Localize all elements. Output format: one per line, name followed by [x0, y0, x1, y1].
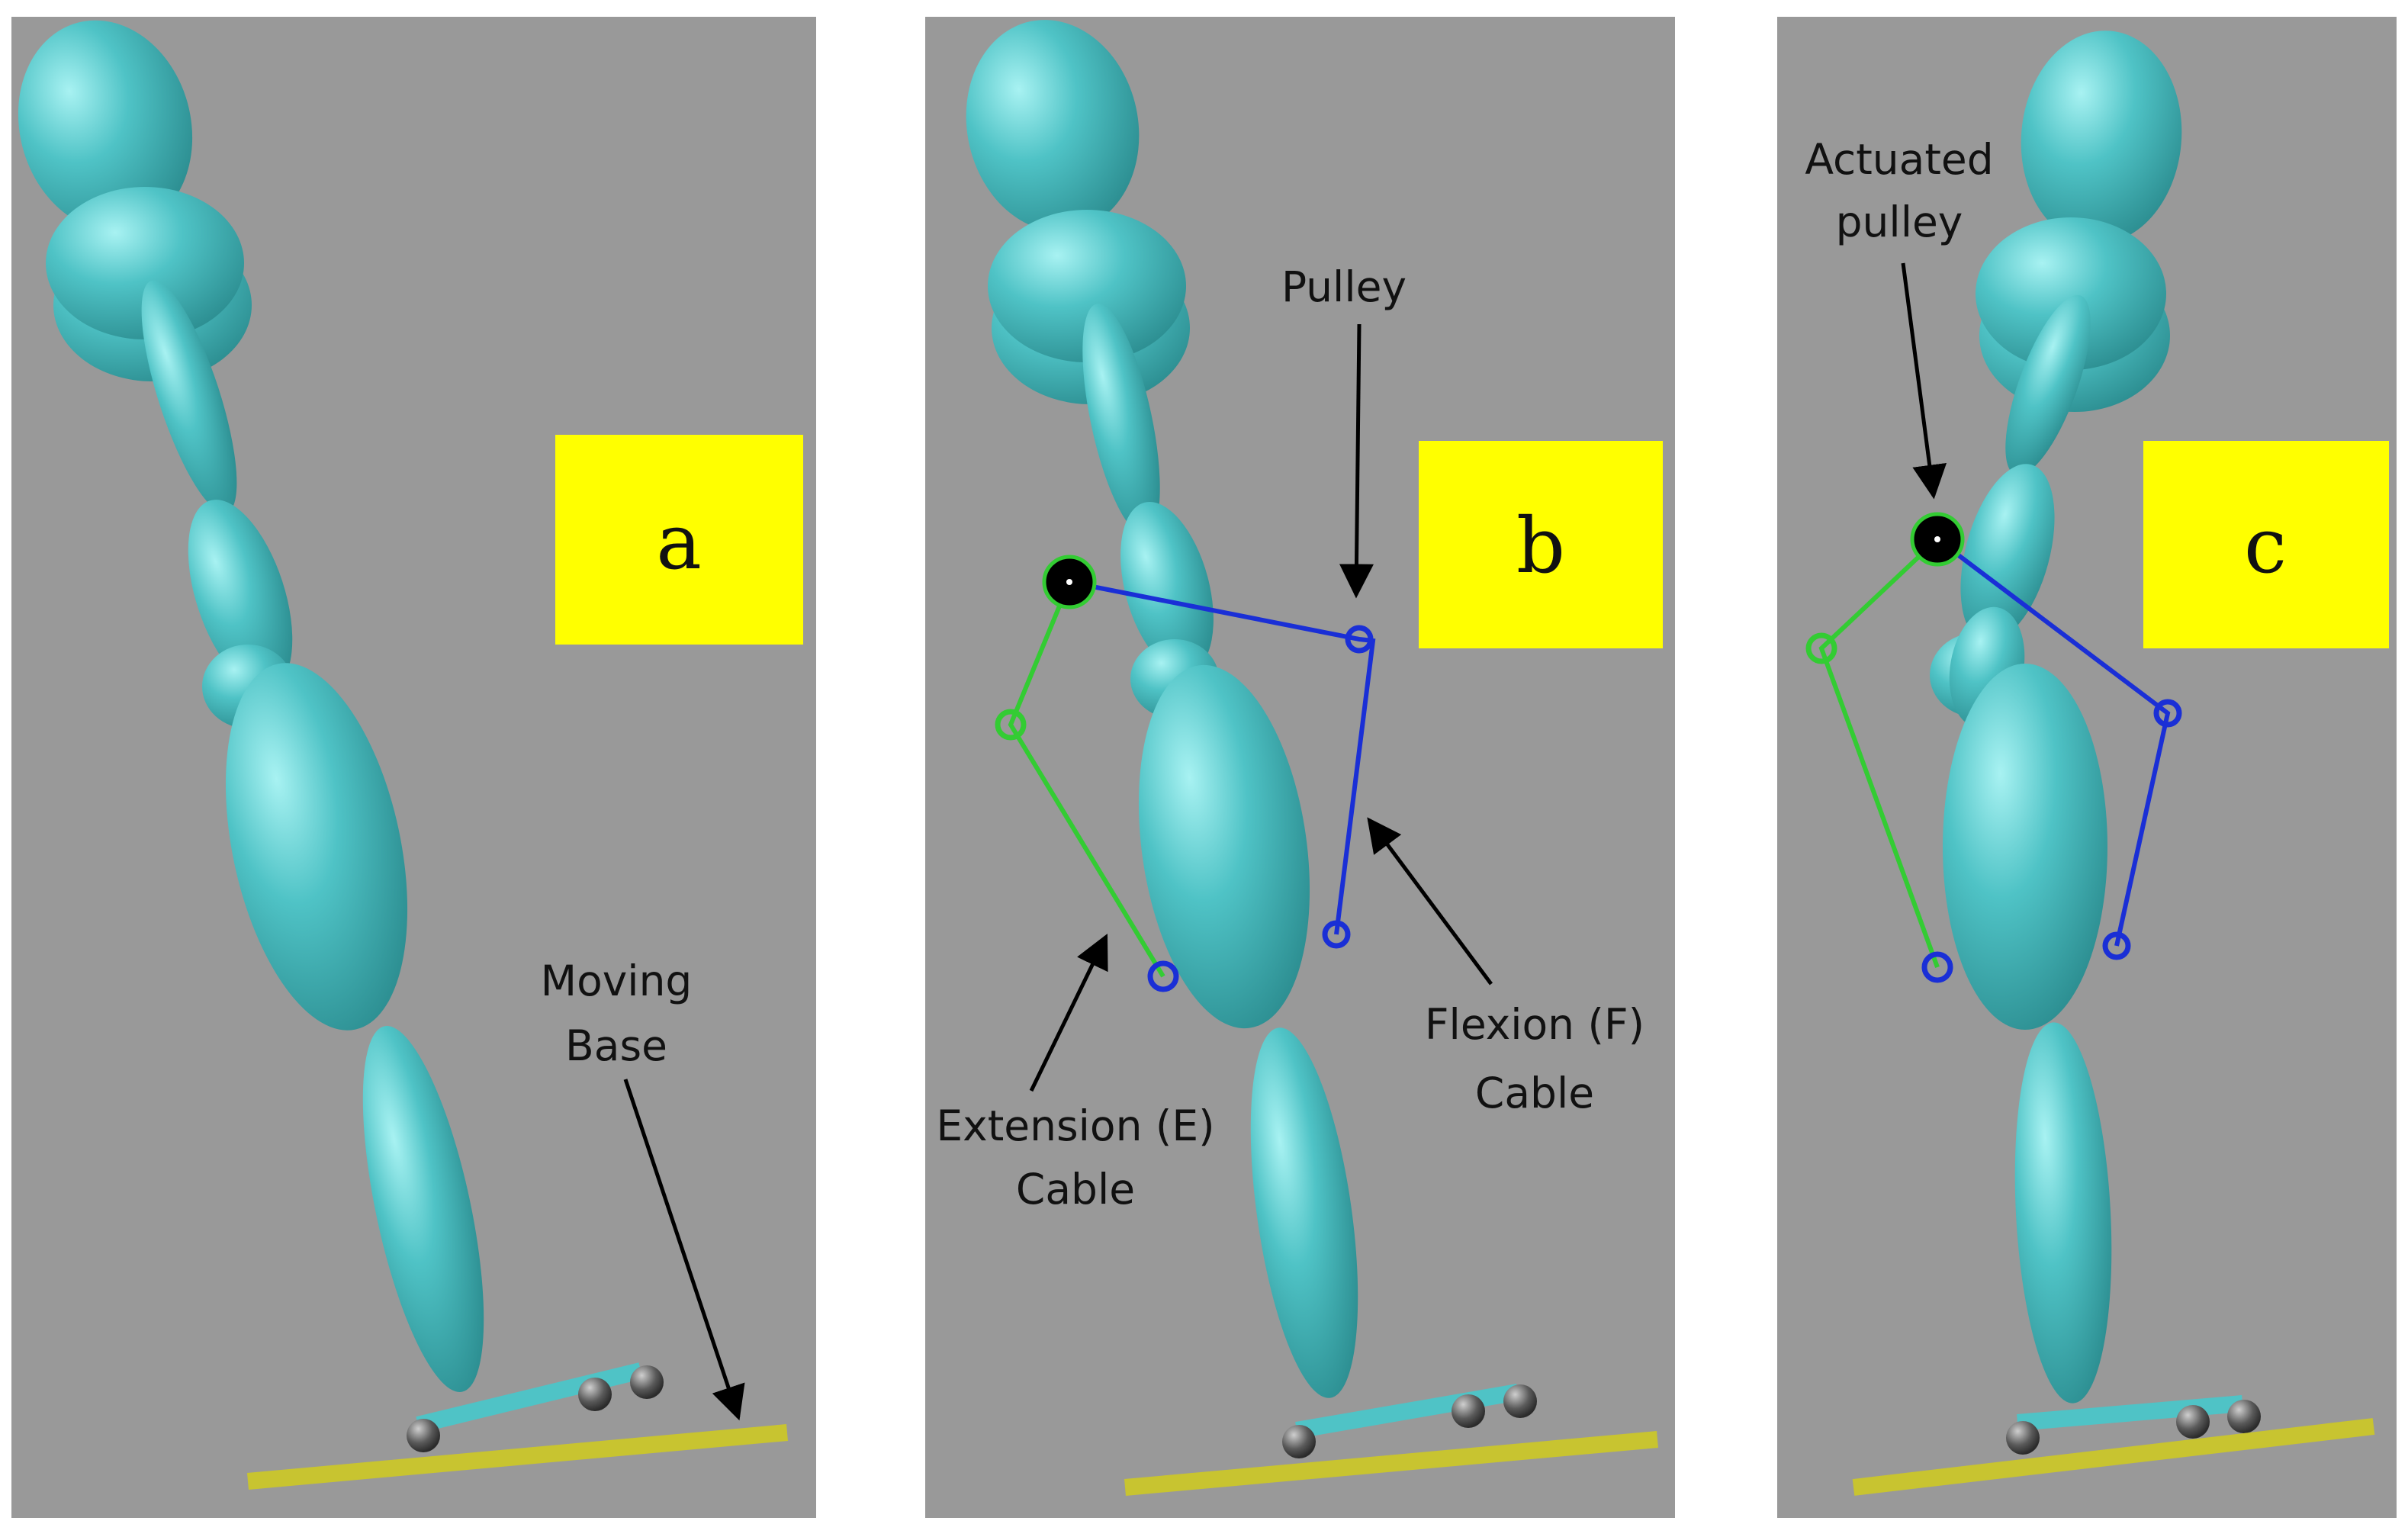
hip-segment: [988, 210, 1186, 362]
thigh-upper-segment: [1082, 304, 1160, 535]
panel-badge: [1419, 441, 1663, 648]
base-wheel: [578, 1378, 612, 1411]
base-wheel: [1452, 1394, 1485, 1428]
extension-cable: [1008, 580, 1165, 978]
ground-rail: [1852, 1418, 2375, 1496]
base-wheel: [1503, 1384, 1537, 1418]
moving-base-label-line2: Base: [565, 1021, 667, 1070]
flexion-cable: [1936, 537, 2171, 947]
flexion-pulley-upper: [1345, 625, 1374, 654]
shank-segment: [1943, 664, 2107, 1030]
extension-cable: [1818, 537, 1940, 969]
thigh-lower-segment: [1120, 502, 1214, 673]
base-wheel: [407, 1419, 440, 1452]
foot-segment: [2014, 1022, 2112, 1404]
thigh-lower-segment: [1960, 464, 2055, 642]
panel-badge-letter: b: [1516, 501, 1565, 590]
actuated-pulley-axle: [1066, 579, 1072, 585]
shank-segment: [1138, 664, 1310, 1029]
flexion-cable: [1069, 580, 1376, 935]
panel-badge: [2143, 441, 2389, 648]
moving-base-platform: [2017, 1395, 2243, 1431]
flexion-cable-arrow: [1367, 817, 1493, 986]
hip-segment: [46, 187, 244, 339]
panel-badge: [555, 435, 803, 645]
actuated-pulley-label-line2: pulley: [1836, 198, 1963, 246]
moving-base-platform: [1295, 1384, 1519, 1439]
panel-c-leg-model: [1852, 31, 2375, 1496]
thigh-lower-segment: [188, 500, 293, 690]
panel-badge-letter: a: [656, 497, 702, 587]
panel-a-leg-model: [18, 20, 788, 1490]
flexion-pulley-lower: [2102, 931, 2131, 960]
actuated-pulley-label-line1: Actuated: [1805, 135, 1993, 184]
actuated-pulley-axle: [1934, 536, 1940, 542]
base-wheel: [630, 1365, 664, 1399]
extension-cable-label-line1: Extension (E): [936, 1101, 1214, 1150]
shank-segment: [225, 663, 408, 1031]
torso-segment: [18, 20, 193, 232]
actuated-pulley-arrow: [1901, 262, 1947, 500]
extension-pulley-upper: [995, 709, 1027, 741]
panel-c-cables: [1805, 512, 2182, 983]
thigh-upper-segment: [2005, 294, 2091, 476]
base-wheel: [1282, 1425, 1316, 1458]
torso-segment: [2021, 31, 2182, 244]
panel-b-leg-model: [966, 20, 1658, 1496]
extension-cable-annotation: Extension (E) Cable: [936, 933, 1215, 1214]
panel-b: b Pulley Flexion (F) Cable Extension (E)…: [925, 17, 1675, 1518]
moving-base-label-line1: Moving: [541, 957, 693, 1005]
actuated-pulley-annotation: Actuated pulley: [1805, 135, 1994, 500]
extension-cable-arrow: [1029, 933, 1108, 1092]
base-wheel: [2006, 1421, 2040, 1455]
moving-base-annotation: Moving Base: [541, 957, 745, 1421]
flexion-cable-label-line1: Flexion (F): [1425, 1000, 1644, 1049]
panel-badge-letter: c: [2244, 501, 2287, 590]
hip-segment: [1976, 217, 2166, 370]
ground-rail: [1124, 1431, 1658, 1496]
extension-pulley-lower: [1147, 960, 1179, 992]
panel-c: c Actuated pulley: [1777, 17, 2397, 1518]
flexion-cable-label-line2: Cable: [1475, 1069, 1594, 1117]
flexion-cable-annotation: Flexion (F) Cable: [1367, 817, 1644, 1117]
moving-base-platform: [416, 1362, 643, 1433]
pulley-label: Pulley: [1281, 262, 1407, 311]
foot-segment: [1250, 1027, 1358, 1398]
flexion-pulley-lower: [1322, 920, 1351, 949]
extension-cable-label-line2: Cable: [1016, 1165, 1135, 1214]
extension-pulley-lower: [1921, 951, 1953, 983]
ground-rail: [247, 1424, 788, 1490]
foot-segment: [362, 1026, 484, 1392]
panel-a: a Moving Base: [11, 17, 816, 1518]
base-wheel: [2227, 1400, 2261, 1433]
base-wheel: [2176, 1405, 2210, 1439]
flexion-pulley-upper: [2153, 699, 2182, 728]
extension-pulley-upper: [1805, 632, 1837, 664]
moving-base-arrow: [623, 1079, 745, 1421]
torso-segment: [966, 20, 1140, 232]
pulley-annotation: Pulley: [1281, 262, 1407, 599]
thigh-upper-segment: [141, 280, 237, 513]
pulley-arrow: [1339, 323, 1374, 599]
panel-b-cables: [995, 555, 1376, 992]
